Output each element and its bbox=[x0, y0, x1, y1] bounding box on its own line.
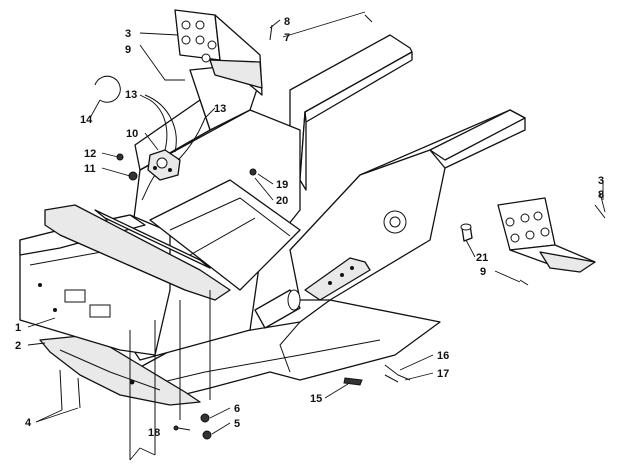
callout-15: 15 bbox=[310, 393, 322, 405]
callout-19: 19 bbox=[276, 179, 288, 191]
callout-3-right: 3 bbox=[598, 175, 604, 187]
retaining-ring bbox=[94, 75, 121, 103]
callout-2: 2 bbox=[15, 340, 21, 352]
skid-plate bbox=[39, 334, 201, 406]
callout-21: 21 bbox=[476, 252, 488, 264]
callout-18: 18 bbox=[148, 427, 160, 439]
callout-1: 1 bbox=[15, 322, 21, 334]
callout-13-left: 13 bbox=[125, 89, 137, 101]
callout-8-top: 8 bbox=[284, 16, 290, 28]
callout-labels: 3 9 8 7 13 13 14 10 12 11 19 20 3 8 21 9… bbox=[15, 16, 604, 439]
spacer bbox=[460, 223, 473, 242]
callout-20: 20 bbox=[276, 195, 288, 207]
footrest-top bbox=[174, 9, 263, 96]
callout-12: 12 bbox=[84, 148, 96, 160]
callout-3-top: 3 bbox=[125, 28, 131, 40]
callout-9-top: 9 bbox=[125, 44, 131, 56]
callout-9-right: 9 bbox=[480, 266, 486, 278]
footrest-right bbox=[497, 197, 596, 273]
callout-10: 10 bbox=[126, 128, 138, 140]
solenoid-assembly bbox=[141, 94, 206, 201]
callout-6: 6 bbox=[234, 403, 240, 415]
steering-bracket bbox=[304, 257, 371, 301]
callout-16: 16 bbox=[437, 350, 449, 362]
support-legs bbox=[129, 290, 211, 460]
callout-4: 4 bbox=[25, 417, 32, 429]
callout-13-right: 13 bbox=[214, 103, 226, 115]
callout-14: 14 bbox=[80, 114, 93, 126]
callout-17: 17 bbox=[437, 368, 449, 380]
callout-7: 7 bbox=[284, 32, 290, 44]
upper-cross-rail bbox=[44, 204, 231, 301]
hardware bbox=[59, 14, 606, 440]
callout-5: 5 bbox=[234, 418, 240, 430]
callout-8-right: 8 bbox=[598, 189, 604, 201]
callout-11: 11 bbox=[84, 163, 96, 175]
front-frame-left bbox=[289, 149, 446, 301]
steering-tube bbox=[254, 289, 301, 329]
leader-lines bbox=[27, 11, 606, 461]
lower-cross-box bbox=[149, 179, 301, 291]
